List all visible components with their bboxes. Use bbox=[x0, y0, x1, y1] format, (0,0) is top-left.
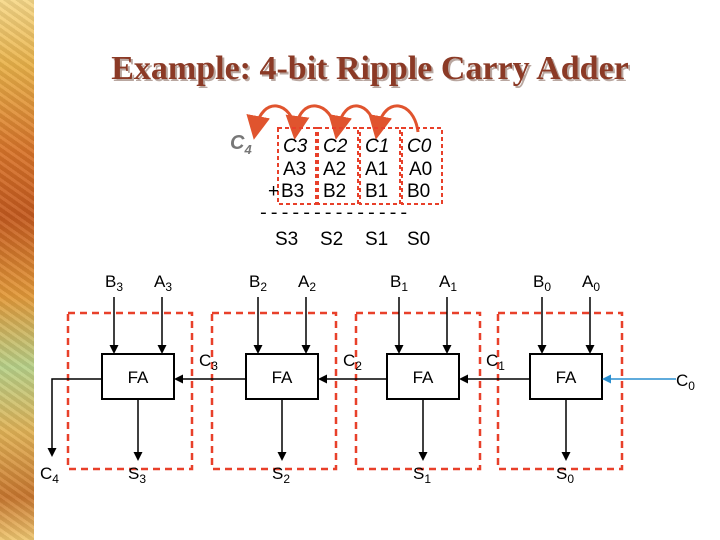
carry-label-c1: C1 bbox=[486, 351, 505, 373]
eq-s0: S0 bbox=[407, 229, 431, 250]
input-label-b2: B2 bbox=[249, 272, 267, 294]
full-adder-label-0: FA bbox=[128, 368, 149, 387]
eq-b1: B1 bbox=[365, 181, 389, 202]
eq-carry-out-sub: 4 bbox=[244, 142, 252, 157]
eq-column-box-1 bbox=[359, 127, 401, 205]
carry-wire-c4 bbox=[47, 378, 102, 457]
full-adder-box-3 bbox=[529, 353, 603, 400]
eq-carry-out-letter: C bbox=[230, 132, 245, 154]
eq-carry-c3: C3 bbox=[283, 136, 308, 157]
eq-column-box-2 bbox=[317, 127, 359, 205]
eq-carry-c1: C1 bbox=[365, 136, 390, 157]
eq-a2: A2 bbox=[323, 159, 347, 180]
eq-carry-c2: C2 bbox=[323, 136, 348, 157]
eq-a1: A1 bbox=[365, 159, 389, 180]
slide-title: Example: 4-bit Ripple Carry Adder bbox=[111, 50, 629, 87]
eq-carry-out: C4 bbox=[230, 132, 252, 157]
input-label-a1: A1 bbox=[439, 272, 457, 294]
input-label-a3: A3 bbox=[154, 272, 172, 294]
eq-s2: S2 bbox=[320, 229, 344, 250]
carry-arrow-c1 bbox=[368, 104, 420, 140]
input-label-a2: A2 bbox=[298, 272, 316, 294]
stage-dashed-box-3 bbox=[496, 311, 624, 471]
eq-a3: A3 bbox=[283, 159, 307, 180]
input-label-a0: A0 bbox=[582, 272, 600, 294]
full-adder-label-1: FA bbox=[272, 368, 293, 387]
eq-b2: B2 bbox=[323, 181, 347, 202]
eq-column-box-3 bbox=[277, 127, 317, 205]
output-label-s3: S3 bbox=[128, 464, 146, 486]
eq-s1: S1 bbox=[365, 229, 389, 250]
input-label-b1: B1 bbox=[390, 272, 408, 294]
output-label-s2: S2 bbox=[272, 464, 290, 486]
eq-plus-sign: + bbox=[268, 181, 280, 202]
eq-separator: -------------- bbox=[258, 204, 410, 224]
carry-label-c4: C4 bbox=[40, 464, 59, 486]
stage-dashed-box-2 bbox=[354, 311, 482, 471]
stage-dashed-box-0 bbox=[66, 311, 194, 471]
carry-label-c2: C2 bbox=[343, 351, 362, 373]
eq-b3: B3 bbox=[281, 181, 305, 202]
full-adder-label-3: FA bbox=[556, 368, 577, 387]
eq-s3: S3 bbox=[275, 229, 299, 250]
decorative-side-band bbox=[0, 0, 34, 540]
carry-label-c0: C0 bbox=[676, 371, 695, 393]
full-adder-box-0 bbox=[101, 353, 175, 400]
eq-carry-c0: C0 bbox=[407, 136, 432, 157]
output-label-s0: S0 bbox=[556, 464, 574, 486]
stage-dashed-box-1 bbox=[210, 311, 338, 471]
output-label-s1: S1 bbox=[413, 464, 431, 486]
eq-a0: A0 bbox=[409, 159, 433, 180]
eq-b0: B0 bbox=[407, 181, 431, 202]
eq-column-box-0 bbox=[401, 127, 443, 205]
full-adder-label-2: FA bbox=[413, 368, 434, 387]
input-label-b0: B0 bbox=[533, 272, 551, 294]
input-label-b3: B3 bbox=[105, 272, 123, 294]
carry-label-c3: C3 bbox=[199, 351, 218, 373]
